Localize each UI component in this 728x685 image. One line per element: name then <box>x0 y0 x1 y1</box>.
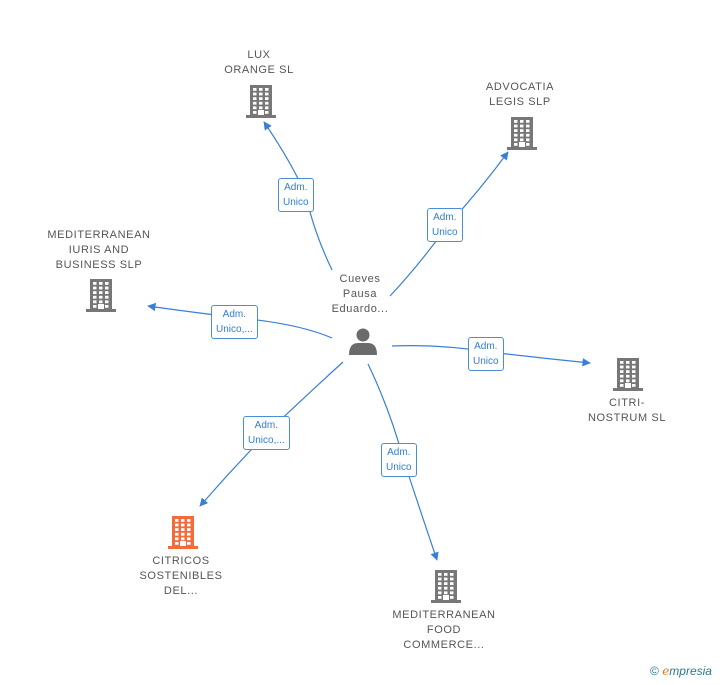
company-label-citricos[interactable]: CITRICOS SOSTENIBLES DEL... <box>139 555 223 597</box>
company-label-advocatia[interactable]: ADVOCATIA LEGIS SLP <box>485 81 555 108</box>
building-icon-lux[interactable] <box>246 85 276 118</box>
edge-label-advocatia[interactable]: Adm. Unico <box>427 208 463 242</box>
empresia-watermark: © empresia <box>650 664 712 678</box>
brand-initial: e <box>662 664 670 678</box>
company-label-mediterranean-iuris[interactable]: MEDITERRANEAN IURIS AND BUSINESS SLP <box>47 229 151 271</box>
edge-label-mediterranean-food[interactable]: Adm. Unico <box>381 443 417 477</box>
edge-label-lux[interactable]: Adm. Unico <box>278 178 314 212</box>
copyright-symbol: © <box>650 664 659 678</box>
company-label-citri[interactable]: CITRI- NOSTRUM SL <box>587 397 667 424</box>
building-icon-citricos[interactable] <box>168 516 198 549</box>
edge-label-mediterranean-iuris[interactable]: Adm. Unico,... <box>211 305 258 339</box>
edge-label-citricos[interactable]: Adm. Unico,... <box>243 416 290 450</box>
person-icon[interactable] <box>349 328 377 356</box>
building-icon-advocatia[interactable] <box>507 117 537 150</box>
company-label-mediterranean-food[interactable]: MEDITERRANEAN FOOD COMMERCE... <box>392 609 496 651</box>
building-icon-mediterranean-food[interactable] <box>431 570 461 603</box>
edge-label-citri[interactable]: Adm. Unico <box>468 337 504 371</box>
building-icon-citri[interactable] <box>613 358 643 391</box>
building-icon-mediterranean-iuris[interactable] <box>86 279 116 312</box>
person-name-label[interactable]: Cueves Pausa Eduardo... <box>331 273 389 315</box>
brand-name: mpresia <box>669 664 712 678</box>
company-label-lux[interactable]: LUX ORANGE SL <box>224 49 294 76</box>
